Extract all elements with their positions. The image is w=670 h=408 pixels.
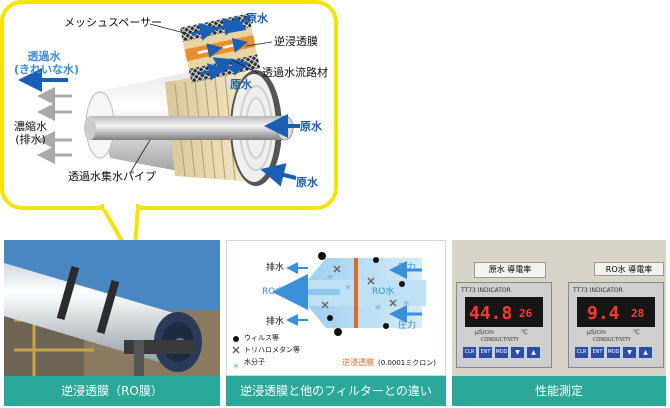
meter-ro-down-icon[interactable]: ▼ [623, 347, 636, 358]
meter-raw-down-icon[interactable]: ▼ [511, 347, 524, 358]
label-concentrate-line2: (排水) [15, 133, 46, 146]
label-ro-membrane: 逆浸透膜 [274, 35, 318, 48]
caption-ro-membrane[interactable]: 逆浸透膜（RO膜） [4, 376, 220, 406]
label-ro-water-right: RO水 [372, 287, 395, 297]
meter-raw-display: 44.8 26 [465, 297, 543, 327]
meter-raw-buttons: CLR ENT MOD ▼ ▲ [463, 347, 540, 358]
label-concentrate-line1: 濃縮水 [14, 120, 47, 133]
svg-text:＊: ＊ [344, 283, 352, 292]
legend-water-marker: ＊ [232, 362, 240, 371]
meter-raw-model: TT73 INDICATOR [461, 287, 511, 294]
filter-comparison-diagram: ＊ ＊ ＊ ＊ ＊ [232, 252, 426, 371]
svg-text:＊: ＊ [402, 299, 410, 308]
label-permeate: 透過水 (きれいな水) [14, 50, 80, 76]
label-pressure-top: 圧力 [398, 263, 417, 273]
meter-ro-reading: 9.4 [587, 303, 620, 324]
meter-raw-mod-button[interactable]: MOD [495, 347, 508, 358]
caption-filter-comparison[interactable]: 逆浸透膜と他のフィルターとの違い [226, 376, 446, 406]
label-permeate-line1: 透過水 [27, 50, 61, 63]
meter-raw-temp: 26 [519, 307, 533, 320]
meter-ro-unit: μS/cm [587, 329, 606, 336]
meter-raw-footer: CONDUCTIVITY [481, 337, 519, 343]
panel-filter-comparison[interactable]: ＊ ＊ ＊ ＊ ＊ 排水 圧力 RO水 RO水 排水 圧力 ウィルス等 トリハロメタン… [226, 240, 446, 406]
label-concentrate: 濃縮水 (排水) [14, 120, 47, 146]
meter-ro-model: TT73 INDICATOR [573, 287, 623, 294]
ro-module-cutaway-callout: メッシュスペーサー 原水 逆浸透膜 透過水 (きれいな水) 透過水流路材 原水 … [0, 0, 338, 210]
svg-text:＊: ＊ [326, 273, 334, 282]
meter-ro-up-icon[interactable]: ▲ [639, 347, 652, 358]
legend-virus-marker [233, 336, 239, 342]
label-raw-water-bottom: 原水 [296, 176, 318, 189]
membrane-line [354, 258, 358, 328]
meter-raw-ent-button[interactable]: ENT [479, 347, 492, 358]
meter-ro-temp: 28 [631, 307, 644, 320]
meter-ro-display: 9.4 28 [577, 297, 655, 327]
legend-virus: ウィルス等 [244, 334, 279, 342]
caption-performance[interactable]: 性能測定 [452, 376, 666, 406]
meter-ro-buttons: CLR ENT MOD ▼ ▲ [575, 347, 652, 358]
panel-performance[interactable]: 原水 導電率 TT73 INDICATOR 44.8 26 μS/cm ℃ CO… [452, 240, 666, 406]
meter-sign-ro: RO水 導電率 [594, 262, 664, 276]
meter-ro-water: TT73 INDICATOR 9.4 28 μS/cm ℃ CONDUCTIVI… [568, 282, 664, 368]
label-membrane: 逆浸透膜 [342, 358, 374, 367]
meter-ro-unit2: ℃ [633, 329, 640, 336]
meter-raw-clr-button[interactable]: CLR [463, 347, 476, 358]
label-mesh-spacer: メッシュスペーサー [64, 16, 163, 29]
meter-ro-mod-button[interactable]: MOD [607, 347, 620, 358]
label-pressure-bottom: 圧力 [398, 321, 417, 331]
label-raw-water-top: 原水 [246, 12, 268, 25]
permeate-collection-pipe [90, 116, 285, 140]
legend-trihalo: トリハロメタン等 [244, 346, 300, 354]
label-ro-water-left: RO水 [262, 287, 285, 297]
label-permeate-line2: (きれいな水) [14, 63, 80, 76]
meter-raw-unit2: ℃ [521, 329, 528, 336]
svg-text:＊: ＊ [374, 303, 382, 312]
ro-module-cutaway-illustration [18, 13, 300, 187]
ro-membrane-photo [4, 240, 220, 376]
label-raw-water-mid: 原水 [230, 78, 252, 91]
meter-raw-up-icon[interactable]: ▲ [527, 347, 540, 358]
legend-water: 水分子 [244, 358, 265, 366]
label-drain-top: 排水 [266, 263, 285, 273]
label-raw-water-right: 原水 [300, 120, 322, 133]
label-membrane-size: (0.0001ミクロン) [378, 359, 436, 367]
panel-ro-membrane[interactable]: 逆浸透膜（RO膜） [4, 240, 220, 406]
label-permeate-channel: 透過水流路材 [262, 66, 328, 79]
meter-ro-footer: CONDUCTIVITY [593, 337, 631, 343]
meter-ro-ent-button[interactable]: ENT [591, 347, 604, 358]
meter-ro-clr-button[interactable]: CLR [575, 347, 588, 358]
legend-trihalo-marker [232, 346, 240, 354]
meter-sign-raw: 原水 導電率 [474, 262, 546, 278]
meter-raw-reading: 44.8 [469, 303, 512, 324]
label-drain-bottom: 排水 [266, 317, 285, 327]
label-collection-pipe: 透過水集水パイプ [68, 170, 156, 183]
meter-raw-unit: μS/cm [475, 329, 494, 336]
meter-raw-water: TT73 INDICATOR 44.8 26 μS/cm ℃ CONDUCTIV… [456, 282, 552, 368]
